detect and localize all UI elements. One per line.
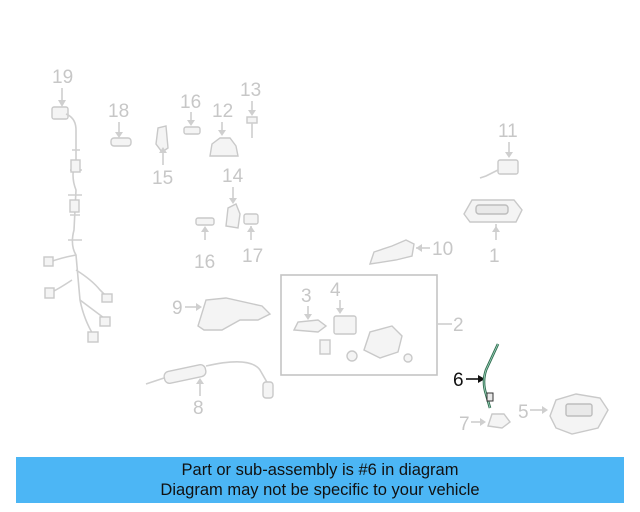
part-6-lock-rod: 6: [453, 343, 500, 409]
part-13-screw: 13: [240, 80, 261, 138]
part-19-wiring-harness: 19: [43, 67, 113, 343]
callout-14: 14: [222, 166, 244, 187]
callout-2: 2: [453, 315, 464, 336]
part-8-cable: 8: [145, 361, 274, 419]
callout-5: 5: [518, 402, 529, 423]
part-7-clip: 7: [459, 413, 511, 435]
callout-13: 13: [240, 80, 261, 101]
callout-8: 8: [193, 398, 204, 419]
part-16-bolt-bottom: 16: [194, 217, 215, 273]
callout-11: 11: [498, 121, 518, 142]
callout-18: 18: [108, 101, 129, 122]
callout-6: 6: [453, 370, 464, 391]
callout-15: 15: [152, 168, 173, 189]
callout-16-bottom: 16: [194, 252, 215, 273]
notice-line-2: Diagram may not be specific to your vehi…: [160, 481, 480, 499]
part-10-shield: 10: [368, 239, 453, 265]
callout-9: 9: [172, 298, 183, 319]
callout-10: 10: [432, 239, 453, 260]
part-18-pin: 18: [108, 101, 132, 147]
callout-12: 12: [212, 101, 233, 122]
part-2-lock-assembly: 2 3 4: [280, 274, 464, 376]
part-17-clip: 17: [242, 213, 263, 267]
callout-4: 4: [330, 280, 341, 301]
notice-banner: Part or sub-assembly is #6 in diagram Di…: [16, 457, 624, 503]
callout-1: 1: [489, 246, 500, 267]
part-12-bracket: 12: [209, 101, 239, 157]
notice-line-1: Part or sub-assembly is #6 in diagram: [181, 461, 459, 479]
callout-3: 3: [301, 286, 312, 307]
callout-17: 17: [242, 246, 263, 267]
part-1-handle: 1: [463, 199, 523, 267]
part-11-switch: 11: [479, 121, 519, 179]
part-5-actuator: 5: [518, 393, 609, 435]
callout-19: 19: [52, 67, 73, 88]
part-14-latch: 14: [222, 166, 244, 229]
callout-16-top: 16: [180, 92, 201, 113]
part-15-bracket: 15: [152, 125, 173, 189]
part-9-carrier: 9: [172, 297, 272, 331]
part-16-bolt-top: 16: [180, 92, 201, 135]
callout-7: 7: [459, 414, 470, 435]
